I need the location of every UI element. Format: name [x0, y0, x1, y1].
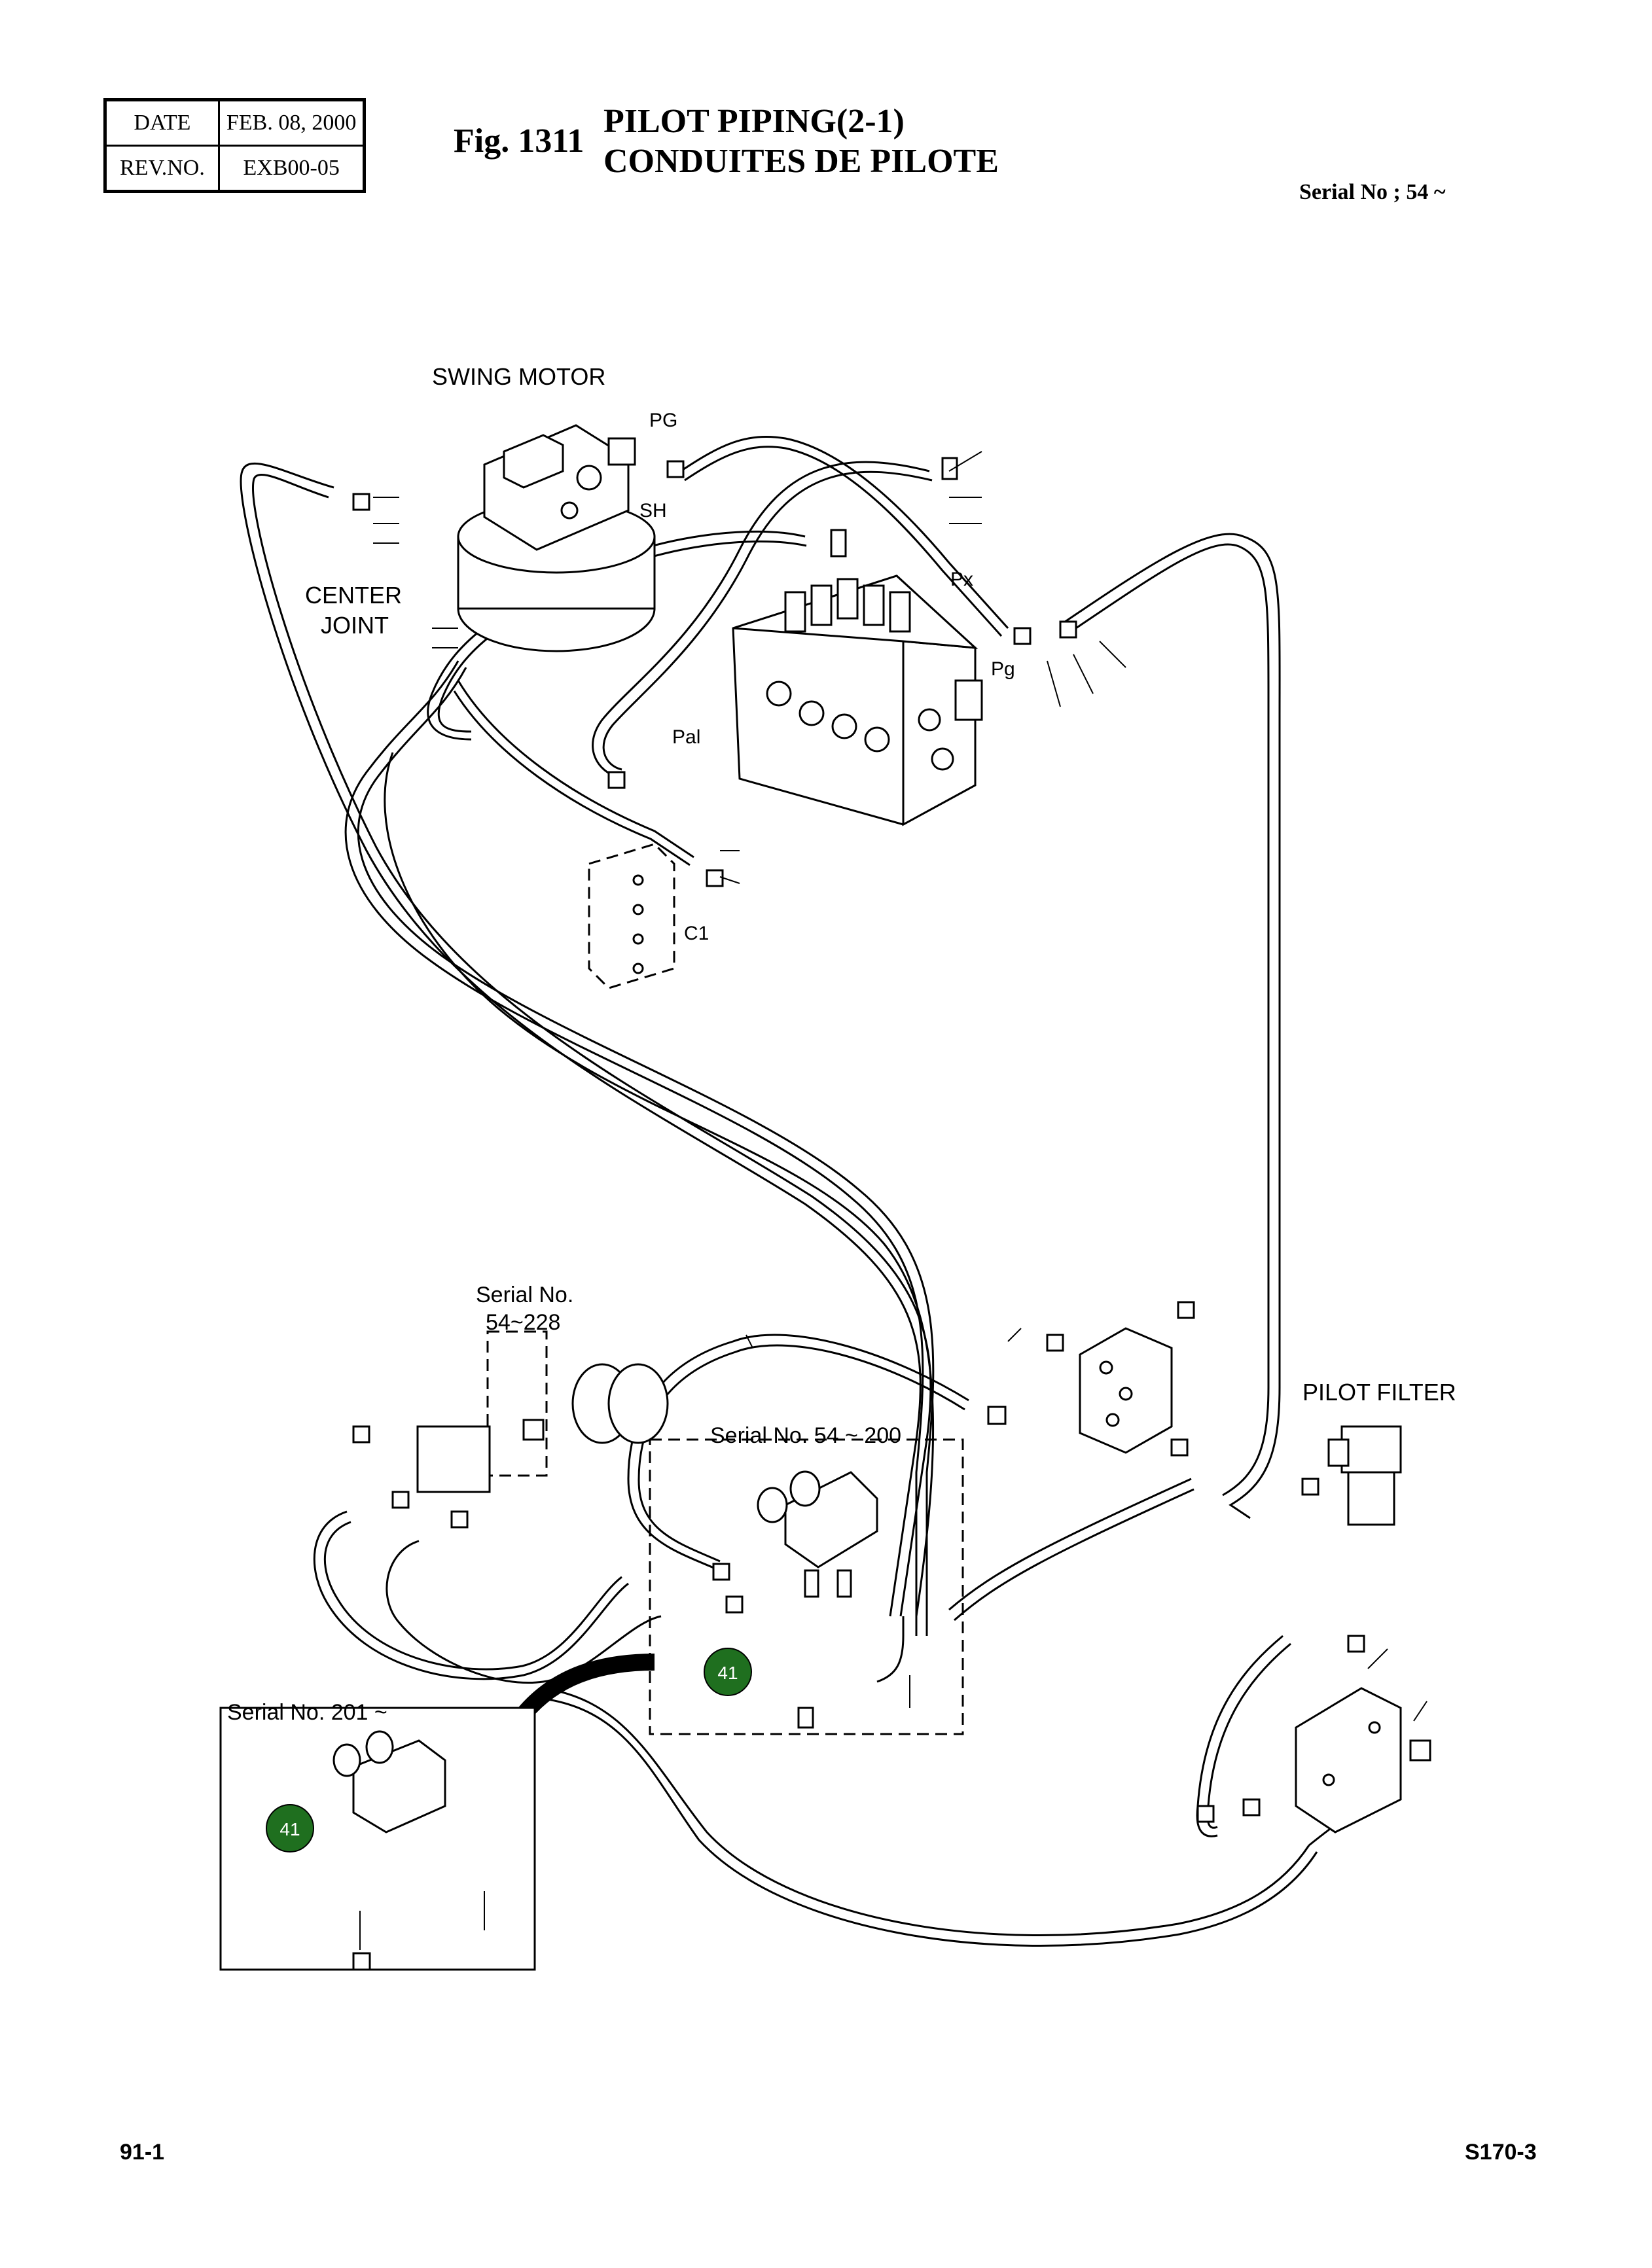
date-label: DATE	[104, 99, 220, 147]
serial-range: Serial No ; 54 ~	[1299, 180, 1446, 204]
lower-right-block	[1295, 1687, 1402, 1834]
serial-201-label: Serial No. 201 ~	[227, 1700, 387, 1725]
serial-54-228-label-1: Serial No.	[476, 1283, 573, 1307]
rev-label: REV.NO.	[104, 145, 220, 192]
control-valve	[732, 575, 983, 826]
c1-block	[588, 843, 675, 989]
px-port-label: Px	[950, 569, 973, 590]
serial-54-228-label-2: 54~228	[486, 1310, 560, 1335]
model-code: S170-3	[1465, 2140, 1537, 2165]
date-value: FEB. 08, 2000	[217, 99, 366, 147]
figure-title-en: PILOT PIPING(2-1)	[603, 103, 905, 140]
figure-number: Fig. 1311	[454, 122, 584, 160]
pilot-filter-label: PILOT FILTER	[1302, 1379, 1456, 1406]
callout-41-b-number: 41	[279, 1819, 300, 1839]
callout-41-b-circle	[266, 1804, 314, 1852]
callout-41-a[interactable]: 41	[704, 1648, 752, 1696]
serial-54-200-label: Serial No. 54 ~ 200	[710, 1423, 901, 1448]
callout-41-a-number: 41	[717, 1663, 738, 1683]
rev-row: REV.NO. EXB00-05	[104, 145, 366, 192]
serial-54-228-group	[416, 1330, 669, 1493]
upper-right-block	[1079, 1327, 1173, 1454]
leader-lines	[373, 451, 1428, 1930]
pal-port-label: Pal	[672, 726, 700, 748]
pilot-filter	[1327, 1425, 1402, 1526]
callout-41-a-circle	[704, 1648, 752, 1696]
rev-value: EXB00-05	[217, 145, 366, 192]
revision-table: DATE FEB. 08, 2000 REV.NO. EXB00-05	[103, 98, 367, 193]
center-joint-label-2: JOINT	[321, 612, 389, 639]
figure-title-fr: CONDUITES DE PILOTE	[603, 143, 999, 180]
callout-41-b[interactable]: 41	[266, 1804, 314, 1852]
pg-port-lower-label: Pg	[991, 658, 1015, 680]
fittings	[352, 457, 1431, 1823]
serial-201-inset	[219, 1707, 536, 1971]
serial-54-200-group	[649, 1438, 964, 1735]
center-joint-label-1: CENTER	[305, 582, 402, 609]
swing-motor	[457, 424, 656, 652]
pg-port-upper-label: PG	[649, 410, 677, 431]
sh-port-label: SH	[639, 500, 667, 522]
date-row: DATE FEB. 08, 2000	[104, 99, 366, 147]
page-number: 91-1	[120, 2140, 165, 2165]
c1-port-label: C1	[684, 923, 709, 944]
swing-motor-label: SWING MOTOR	[432, 363, 605, 390]
